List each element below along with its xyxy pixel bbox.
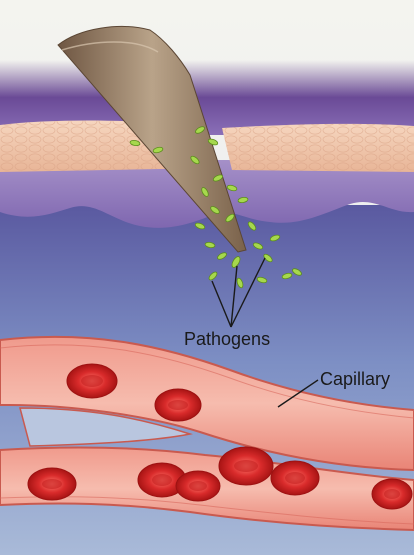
red-blood-cell-icon <box>372 479 412 509</box>
epidermis-right-cells <box>222 124 414 172</box>
pathogens-label: Pathogens <box>184 329 270 350</box>
red-blood-cell-icon <box>219 447 273 485</box>
capillary-label: Capillary <box>320 369 390 390</box>
red-blood-cell-icon <box>67 364 117 398</box>
red-blood-cell-icon <box>155 389 201 421</box>
red-blood-cell-icon <box>176 471 220 501</box>
red-blood-cell-icon <box>271 461 319 495</box>
red-blood-cell-icon <box>28 468 76 500</box>
